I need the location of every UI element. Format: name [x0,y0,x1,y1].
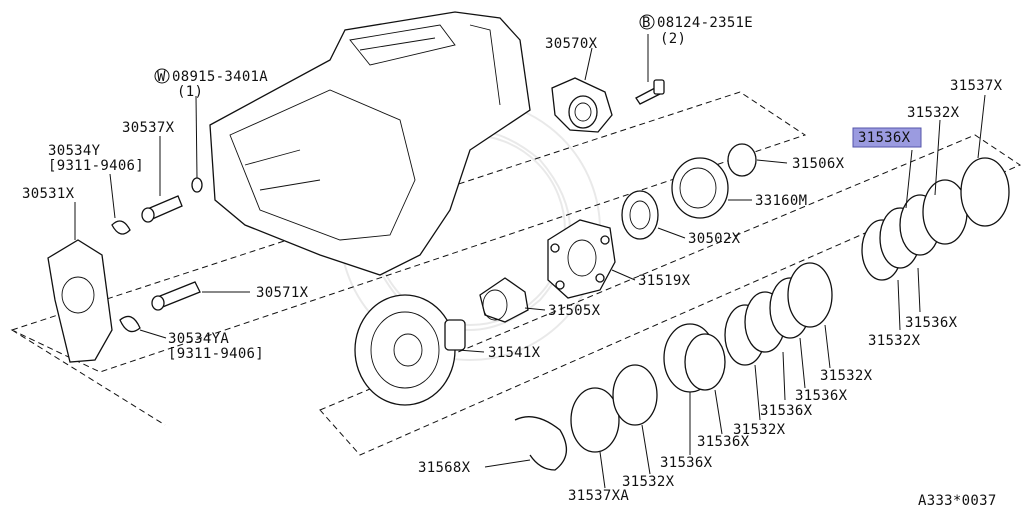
part-30534YA-clip [119,315,141,333]
label-31532X-c: 31532X [820,368,873,384]
label-31532X-a: 31532X [622,474,675,490]
assembly-frame-right [319,134,1022,456]
label-31532X-d: 31532X [868,333,921,349]
label-30531X: 30531X [22,186,75,202]
label-31541X: 31541X [488,345,541,361]
label-30534Y-range: [9311-9406] [48,158,144,174]
part-08915-washer [191,177,203,193]
label-31536X-c: 31536X [760,403,813,419]
label-31537X-top: 31537X [950,78,1003,94]
label-31537XA: 31537XA [568,488,629,504]
label-31536X-d: 31536X [795,388,848,404]
label-08915-code: 08915-3401A [172,69,268,85]
label-31519X: 31519X [638,273,691,289]
label-31536X-highlight: 31536X [858,130,911,146]
label-08124-qty: (2) [660,31,686,47]
part-30537X-plug [141,195,183,223]
label-31506X: 31506X [792,156,845,172]
highlight-part-suffix: 6X [893,130,911,146]
part-31506X-snap-ring [727,143,757,177]
label-ref-code: A333*0037 [918,493,997,509]
label-30534YA-range: [9311-9406] [168,346,264,362]
part-30571X-plug [151,281,201,311]
transfer-case-housing [209,11,531,276]
label-31536X-a: 31536X [660,455,713,471]
b-prefix: B [642,15,651,31]
label-31536X-e: 31536X [905,315,958,331]
part-30534Y-clip [111,220,131,235]
label-31532X-b: 31532X [733,422,786,438]
b-circle-icon [639,14,655,30]
part-31541X-drum [354,294,466,406]
part-31568X-snap-ring [514,416,567,471]
label-30570X: 30570X [545,36,598,52]
label-31536X-b: 31536X [697,434,750,450]
part-31519X-carrier [547,219,616,299]
part-30570X-flange [551,77,613,133]
label-08124-code: 08124-2351E [657,15,753,31]
label-30537X: 30537X [122,120,175,136]
w-prefix: W [157,69,166,85]
label-30571X: 30571X [256,285,309,301]
clutch-plate-stack [570,157,1010,453]
w-circle-icon [154,68,170,84]
leader-lines [74,34,986,489]
part-30531X-cover [47,239,113,363]
label-30502X: 30502X [688,231,741,247]
highlight-part-prefix: 3153 [858,130,893,146]
label-31568X: 31568X [418,460,471,476]
label-08915-qty: (1) [177,84,203,100]
highlight-box [852,127,922,148]
part-08124-bolt [635,79,665,105]
label-30534YA: 30534YA [168,331,229,347]
assembly-frame-bottom-edge [11,329,166,426]
label-30534Y: 30534Y [48,143,101,159]
part-30502X-bearing [621,190,659,240]
label-31505X: 31505X [548,303,601,319]
part-33160M-seal [671,157,729,219]
part-31505X-pinion [479,277,529,323]
label-31532X-top: 31532X [907,105,960,121]
label-33160M: 33160M [755,193,807,209]
